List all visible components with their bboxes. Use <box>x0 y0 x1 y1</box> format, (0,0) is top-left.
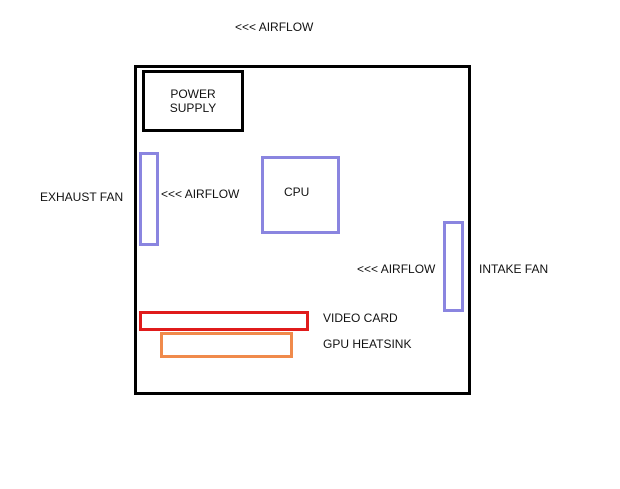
cpu-label: CPU <box>284 185 310 199</box>
power-supply: POWER SUPPLY <box>142 70 244 132</box>
exhaust-fan <box>139 152 159 246</box>
video-card <box>139 311 309 331</box>
exhaust-fan-label: EXHAUST FAN <box>40 190 124 204</box>
cpu-box <box>261 156 340 234</box>
exhaust-airflow-label: <<< AIRFLOW <box>161 187 240 201</box>
intake-airflow-label: <<< AIRFLOW <box>357 262 436 276</box>
intake-fan <box>443 221 464 312</box>
power-supply-label-line1: POWER <box>170 87 216 101</box>
gpu-heatsink <box>160 332 293 358</box>
top-airflow-label: <<< AIRFLOW <box>235 20 314 34</box>
computer-case <box>134 65 471 395</box>
intake-fan-label: INTAKE FAN <box>479 262 549 276</box>
power-supply-label-line2: SUPPLY <box>169 101 217 115</box>
gpu-heatsink-label: GPU HEATSINK <box>323 337 412 351</box>
video-card-label: VIDEO CARD <box>323 311 398 325</box>
